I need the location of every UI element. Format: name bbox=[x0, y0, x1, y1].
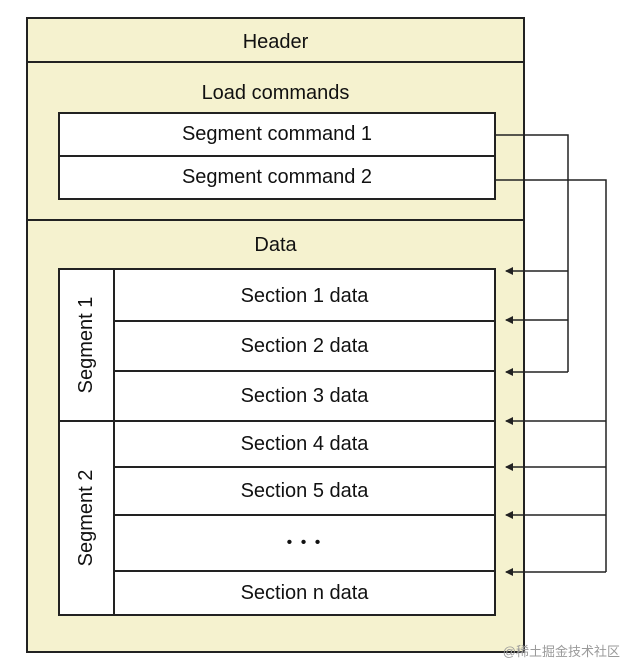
section-divider bbox=[115, 570, 496, 572]
header-divider bbox=[26, 61, 525, 63]
watermark: @稀土掘金技术社区 bbox=[502, 644, 620, 659]
load-commands-row-divider bbox=[58, 155, 496, 157]
ellipsis-row: • • • bbox=[115, 516, 494, 570]
segment-column-divider bbox=[113, 270, 115, 614]
segment-2-label: Segment 2 bbox=[75, 469, 97, 567]
segment-1-label: Segment 1 bbox=[75, 296, 97, 394]
load-commands-divider bbox=[26, 219, 525, 221]
section-divider bbox=[115, 370, 496, 372]
section-divider bbox=[115, 514, 496, 516]
segment-command-1: Segment command 1 bbox=[60, 114, 494, 155]
section-row: Section 4 data bbox=[115, 422, 494, 466]
section-divider bbox=[115, 320, 496, 322]
data-title: Data bbox=[254, 234, 297, 256]
section-row: Section n data bbox=[115, 572, 494, 614]
header-label: Header bbox=[242, 31, 309, 53]
section-divider bbox=[115, 466, 496, 468]
load-commands-title: Load commands bbox=[201, 82, 350, 104]
section-row: Section 2 data bbox=[115, 322, 494, 370]
section-row: Section 5 data bbox=[115, 468, 494, 514]
section-row: Section 3 data bbox=[115, 372, 494, 420]
segment-command-2: Segment command 2 bbox=[60, 157, 494, 198]
segment-boundary bbox=[58, 420, 496, 422]
section-row: Section 1 data bbox=[115, 272, 494, 320]
